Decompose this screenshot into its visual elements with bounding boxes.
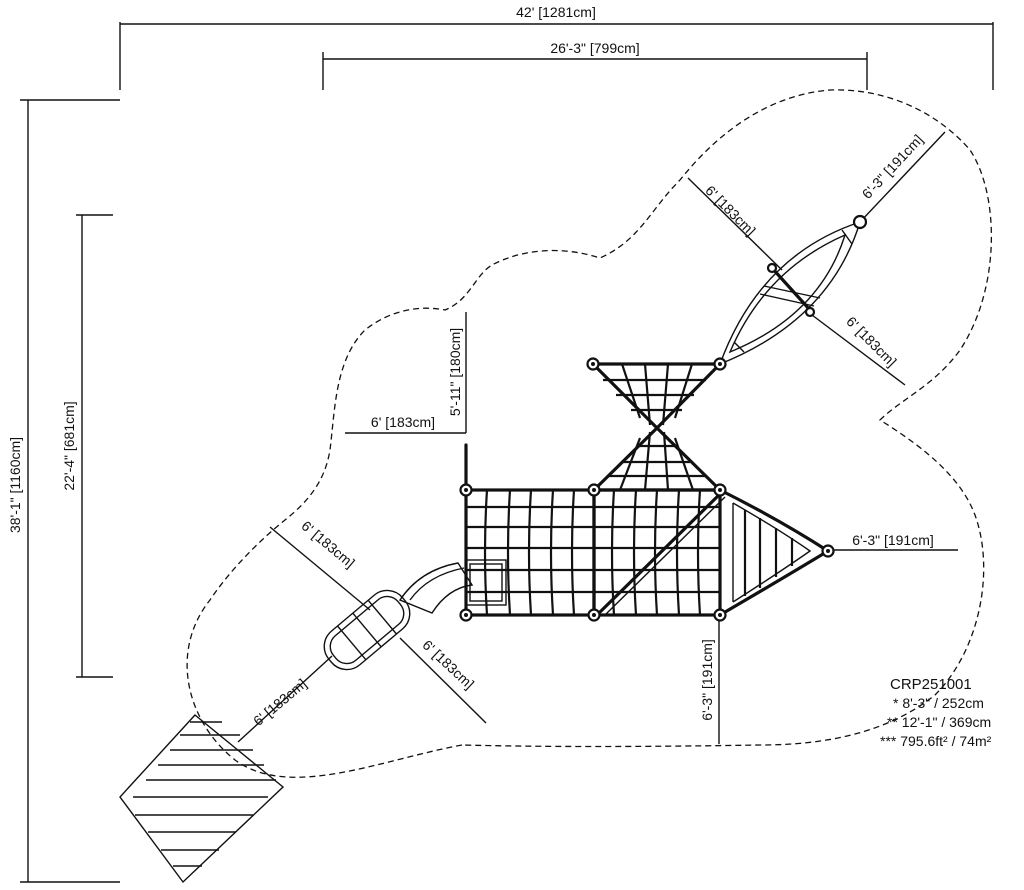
dim-slide-side-upper: 6' [183cm]	[269, 517, 371, 611]
dim-slide-exit-label: 6' [183cm]	[250, 675, 309, 728]
dim-slide-side-upper-label: 6' [183cm]	[298, 517, 357, 570]
dim-slide-exit: 6' [183cm]	[237, 655, 333, 743]
dim-boat-tip-label: 6'-3" [191cm]	[859, 131, 926, 202]
dim-left-clearance: 6' [183cm]	[345, 414, 466, 434]
dim-boat-tip: 6'-3" [191cm]	[859, 131, 946, 223]
dim-overall-height: 38'-1" [1160cm]	[7, 99, 120, 883]
dim-slide-side-lower-label: 6' [183cm]	[419, 637, 477, 692]
dim-right-clearance: 6'-3" [191cm]	[832, 532, 958, 551]
model-number: CRP251001	[890, 676, 972, 693]
dim-overall-width: 42' [1281cm]	[119, 4, 994, 90]
boat-hammock	[718, 214, 868, 366]
safety-zone-outline	[186, 89, 993, 778]
dim-inner-width: 26'-3" [799cm]	[322, 40, 868, 90]
dim-left-clearance-label: 6' [183cm]	[371, 414, 435, 430]
slide	[323, 559, 507, 671]
dim-inner-height-label: 22'-4" [681cm]	[61, 401, 77, 490]
info-line-1: * 8'-3" / 252cm	[893, 695, 984, 711]
dim-net-height-label: 5'-11" [180cm]	[447, 328, 463, 416]
info-line-2: ** 12'-1" / 369cm	[887, 714, 991, 730]
dim-bottom-clearance-label: 6'-3" [191cm]	[699, 639, 715, 721]
posts	[459, 357, 835, 622]
dim-inner-height: 22'-4" [681cm]	[61, 214, 113, 678]
net-hourglass	[589, 362, 724, 492]
dim-boat-side-lower: 6' [183cm]	[811, 313, 906, 386]
net-right-triangle	[718, 488, 832, 617]
dimension-lines: 42' [1281cm] 26'-3" [799cm] 38'-1" [1160…	[7, 4, 994, 883]
dim-bottom-clearance: 6'-3" [191cm]	[699, 615, 720, 744]
dim-boat-side-lower-label: 6' [183cm]	[843, 313, 900, 370]
info-line-3: *** 795.6ft² / 74m²	[880, 733, 992, 749]
dim-slide-side-lower: 6' [183cm]	[399, 637, 487, 724]
slide-exit-zone	[119, 714, 285, 884]
dim-net-height: 5'-11" [180cm]	[447, 312, 467, 433]
dim-overall-width-label: 42' [1281cm]	[516, 4, 596, 20]
dim-boat-side-upper: 6' [183cm]	[687, 177, 783, 271]
dim-overall-height-label: 38'-1" [1160cm]	[7, 437, 23, 533]
info-block: CRP251001 * 8'-3" / 252cm ** 12'-1" / 36…	[880, 676, 992, 749]
net-left-square	[464, 488, 596, 617]
dim-inner-width-label: 26'-3" [799cm]	[550, 40, 639, 56]
dim-boat-side-upper-label: 6' [183cm]	[702, 182, 759, 239]
net-right-square	[592, 488, 726, 617]
dim-right-clearance-label: 6'-3" [191cm]	[852, 532, 934, 548]
